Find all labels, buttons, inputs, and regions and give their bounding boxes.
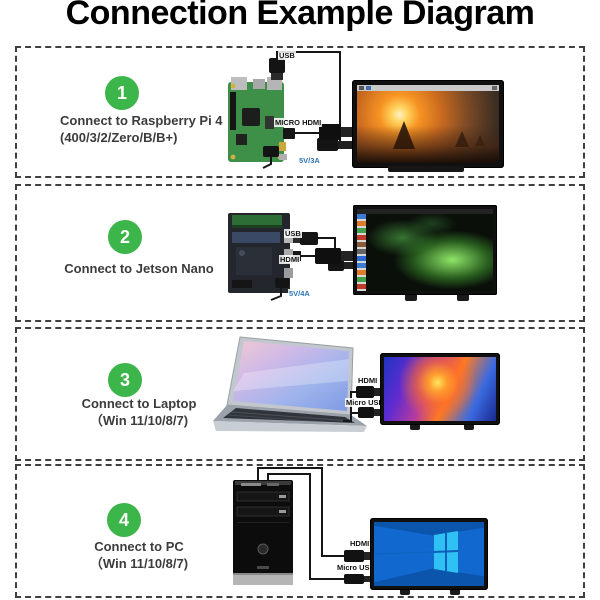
hdmi-plug-icon [356, 386, 380, 398]
hdmi-cable-label: HDMI [357, 376, 379, 385]
monitor [380, 353, 500, 425]
power-plug-icon [262, 146, 279, 169]
section-raspberry-pi: 1 Connect to Raspberry Pi 4 (400/3/2/Zer… [15, 46, 585, 178]
section-1-diagram-graphics [228, 51, 352, 169]
hdmi-plug-icon [293, 248, 353, 264]
micro-usb-cable-label: Micro USB [336, 563, 376, 572]
micro-usb-plug-icon [317, 138, 352, 151]
step-badge-3: 3 [108, 363, 142, 397]
pagoda-silhouette [475, 135, 485, 146]
section-pc: 4 Connect to PC （Win 11/10/8/7) HDMI Mic… [15, 464, 585, 598]
pagoda-silhouette [393, 121, 415, 149]
micro-usb-plug-icon [358, 407, 380, 418]
power-cable-label: 5V/3A [298, 156, 321, 165]
monitor-stand-foot [410, 425, 420, 430]
step-label-3-line2: （Win 11/10/8/7) [89, 413, 189, 428]
step-label-3-line1: Connect to Laptop [81, 396, 197, 411]
monitor-screen-abstract-wallpaper [384, 357, 496, 421]
step-label-2: Connect to Jetson Nano [44, 260, 234, 277]
monitor-stand-foot [405, 295, 417, 301]
section-2-diagram-graphics [228, 213, 353, 301]
pc-tower [233, 480, 293, 585]
step-label-2-line1: Connect to Jetson Nano [64, 261, 214, 276]
monitor [353, 205, 497, 295]
monitor [352, 80, 504, 168]
step-label-3: Connect to Laptop （Win 11/10/8/7) [44, 395, 234, 429]
power-plug-icon [270, 278, 289, 301]
step-badge-2: 2 [108, 220, 142, 254]
step-label-4-line2: （Win 11/10/8/7) [89, 556, 189, 571]
usb-cable-label: USB [278, 51, 296, 60]
step-label-1-line2: (400/3/2/Zero/B/B+) [60, 130, 178, 145]
monitor-screen-windows-wallpaper [374, 522, 484, 586]
page-title: Connection Example Diagram [65, 0, 535, 32]
monitor-stand-foot [457, 295, 469, 301]
section-3-diagram-graphics [213, 336, 380, 432]
hdmi-cable-label: HDMI [279, 255, 301, 264]
desktop-menubar [357, 209, 493, 214]
step-label-4: Connect to PC （Win 11/10/8/7) [44, 538, 234, 572]
step-badge-1: 1 [105, 76, 139, 110]
section-laptop: 3 Connect to Laptop （Win 11/10/8/7) HDMI… [15, 327, 585, 461]
monitor-stand [388, 166, 464, 172]
usb-plug-icon [269, 51, 341, 142]
monitor-stand-foot [400, 590, 410, 595]
section-jetson-nano: 2 Connect to Jetson Nano USB HDMI 5V/4A [15, 184, 585, 322]
usb-cable-label: USB [284, 229, 302, 238]
taskbar [357, 85, 499, 91]
desktop-app-dock [357, 214, 366, 291]
micro-hdmi-cable-label: MICRO HDMI [274, 118, 323, 127]
taskbar-menu-icon [359, 86, 364, 90]
taskbar-app-icon [366, 86, 371, 90]
power-cable-label: 5V/4A [288, 289, 311, 298]
monitor-stand-foot [450, 590, 460, 595]
step-badge-4: 4 [107, 503, 141, 537]
micro-usb-plug-icon [344, 574, 370, 584]
windows-logo-wallpaper [374, 522, 484, 586]
step-label-1-line1: Connect to Raspberry Pi 4 [60, 113, 223, 128]
monitor-screen-sunset-wallpaper [357, 85, 499, 163]
step-label-4-line1: Connect to PC [94, 539, 184, 554]
hdmi-plug-icon [344, 550, 370, 562]
jetson-nano-board [228, 213, 293, 293]
section-4-diagram-graphics [233, 467, 370, 585]
taskbar-clock [492, 86, 497, 90]
pagoda-silhouette [455, 131, 469, 147]
hdmi-cable-label: HDMI [349, 539, 371, 548]
micro-usb-cable-label: Micro USB [345, 398, 385, 407]
monitor-screen-green-desktop [357, 209, 493, 291]
hdmi-plug-icon [283, 124, 352, 140]
cable-wires [257, 467, 346, 580]
step-label-1: Connect to Raspberry Pi 4 (400/3/2/Zero/… [60, 112, 275, 146]
raspberry-pi-board [228, 77, 287, 162]
monitor-stand-foot [464, 425, 474, 430]
monitor [370, 518, 488, 590]
laptop [213, 336, 367, 432]
